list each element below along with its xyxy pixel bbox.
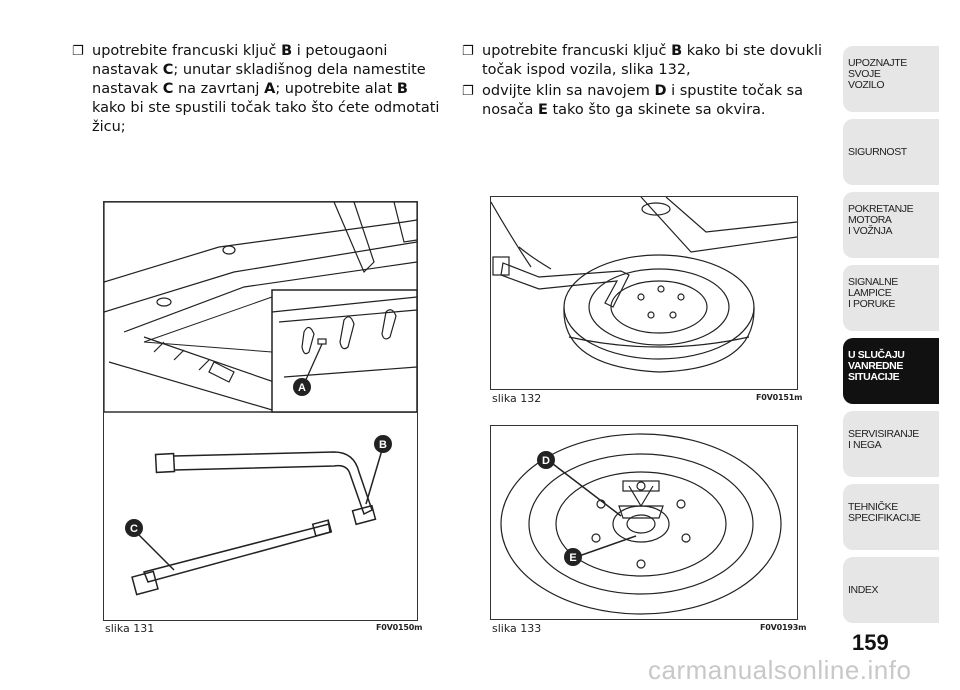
callout-a: A xyxy=(293,378,311,396)
checkbox-square-icon: ❐ xyxy=(462,44,474,59)
checkbox-square-icon: ❐ xyxy=(462,84,474,99)
tab-label: TEHNIČKE xyxy=(848,501,898,513)
figure-code: F0V0150m xyxy=(376,623,423,632)
tab-label: UPOZNAJTE xyxy=(848,57,907,69)
trunk-tools-illustration: A B C xyxy=(104,202,417,596)
text: upotrebite francuski ključ xyxy=(482,43,672,59)
figure-code: F0V0151m xyxy=(756,393,803,402)
callout-c: C xyxy=(125,519,143,537)
text: kako bi ste spustili točak tako što ćete… xyxy=(92,100,440,135)
tab-label: SIGURNOST xyxy=(848,146,907,158)
figure-caption: slika 133 xyxy=(492,622,542,635)
figure-caption: slika 131 xyxy=(105,622,155,635)
text: kako bi ste dovukli točak ispod vozila, … xyxy=(482,43,823,78)
callout-d: D xyxy=(537,451,555,469)
tab-index[interactable]: INDEX xyxy=(843,557,939,623)
tab-label: I PORUKE xyxy=(848,298,895,310)
tab-label: POKRETANJE xyxy=(848,203,914,215)
tab-label: SVOJE xyxy=(848,68,881,80)
tab-pokretanje-motora[interactable]: POKRETANJE MOTORA I VOŽNJA xyxy=(843,192,939,258)
figure-code: F0V0193m xyxy=(760,623,807,632)
watermark: carmanualsonline.info xyxy=(648,655,912,685)
tab-signalne-lampice[interactable]: SIGNALNE LAMPICE I PORUKE xyxy=(843,265,939,331)
key-letter: B xyxy=(281,43,293,59)
tab-label: INDEX xyxy=(848,584,879,596)
page-number: 159 xyxy=(852,630,889,655)
callout-label: E xyxy=(569,552,576,564)
key-letter: D xyxy=(654,83,667,99)
callout-b: B xyxy=(374,435,392,453)
tab-label: VOZILO xyxy=(848,79,885,91)
tab-label: LAMPICE xyxy=(848,287,892,299)
right-column: ❐ upotrebite francuski ključ B kako bi s… xyxy=(462,42,832,122)
tab-label: U SLUČAJU xyxy=(848,349,905,361)
tab-label: SERVISIRANJE xyxy=(848,428,919,440)
tab-u-slucaju-vanredne-situacije[interactable]: U SLUČAJU VANREDNE SITUACIJE xyxy=(843,338,939,404)
figure-132 xyxy=(490,196,798,390)
tab-label: MOTORA xyxy=(848,214,892,226)
tab-sigurnost[interactable]: SIGURNOST xyxy=(843,119,939,185)
instruction-bullet: ❐ upotrebite francuski ključ B i petouga… xyxy=(72,42,444,137)
tab-upoznajte-svoje-vozilo[interactable]: UPOZNAJTE SVOJE VOZILO xyxy=(843,46,939,112)
figure-131: A B C xyxy=(103,201,418,621)
key-letter: B xyxy=(671,43,683,59)
text: ; unutar skladišnog dela namestite nasta… xyxy=(92,62,426,97)
spare-wheel-carrier-illustration: D E xyxy=(500,433,782,615)
tab-servisiranje-i-nega[interactable]: SERVISIRANJE I NEGA xyxy=(843,411,939,477)
figure-133: D E xyxy=(490,425,798,620)
tab-label: VANREDNE xyxy=(848,360,903,372)
text: i spustite točak sa nosača xyxy=(482,83,804,118)
checkbox-square-icon: ❐ xyxy=(72,44,84,59)
tab-label: SIGNALNE xyxy=(848,276,898,288)
wheel-wrench-illustration xyxy=(491,197,797,373)
key-letter: E xyxy=(537,102,548,118)
callout-label: A xyxy=(298,382,306,394)
text: na zavrtanj xyxy=(173,81,265,97)
callout-label: B xyxy=(379,439,387,451)
tab-tehnicke-specifikacije[interactable]: TEHNIČKE SPECIFIKACIJE xyxy=(843,484,939,550)
text: upotrebite francuski ključ xyxy=(92,43,282,59)
key-letter: C xyxy=(162,62,174,78)
tab-label: I VOŽNJA xyxy=(848,225,893,237)
text: tako što ga skinete sa okvira. xyxy=(547,102,766,118)
callout-e: E xyxy=(564,548,582,566)
text: i petougaoni nastavak xyxy=(92,43,388,78)
tab-label: SPECIFIKACIJE xyxy=(848,512,921,524)
tab-label: SITUACIJE xyxy=(848,371,900,383)
callout-label: D xyxy=(542,455,550,467)
callout-label: C xyxy=(130,523,138,535)
text: odvijte klin sa navojem xyxy=(482,83,655,99)
instruction-bullet: ❐ upotrebite francuski ključ B kako bi s… xyxy=(462,42,832,80)
instruction-bullet: ❐ odvijte klin sa navojem D i spustite t… xyxy=(462,82,832,120)
figure-caption: slika 132 xyxy=(492,392,542,405)
text: ; upotrebite alat xyxy=(275,81,397,97)
key-letter: A xyxy=(264,81,276,97)
left-column: ❐ upotrebite francuski ključ B i petouga… xyxy=(72,42,444,139)
key-letter: B xyxy=(396,81,408,97)
key-letter: C xyxy=(162,81,174,97)
tab-label: I NEGA xyxy=(848,439,882,451)
